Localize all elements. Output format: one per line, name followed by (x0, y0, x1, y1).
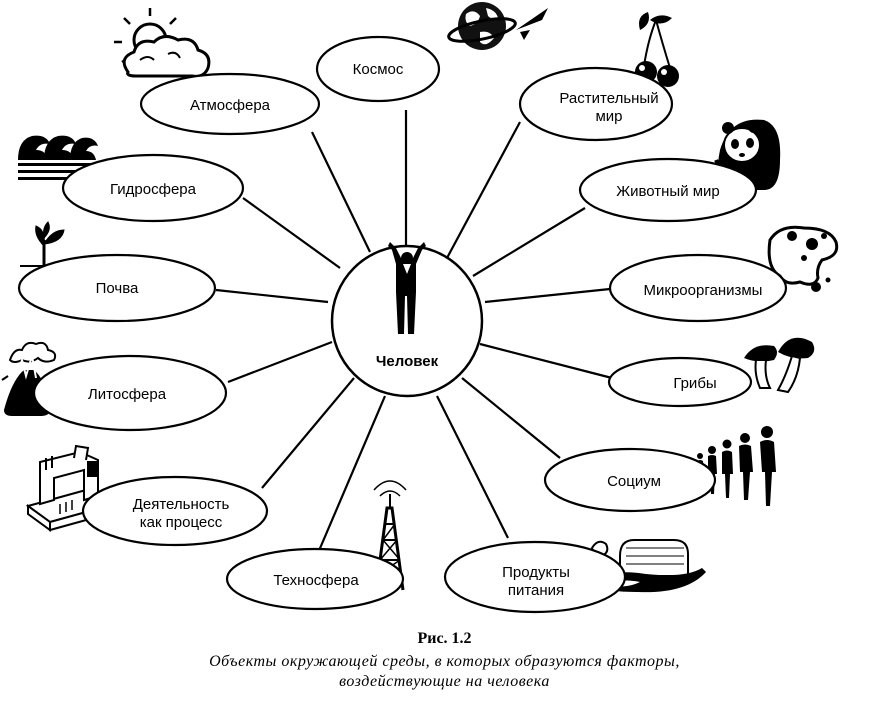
spoke-griby (479, 342, 613, 380)
node-mikroorganizmy (608, 253, 788, 323)
node-label-deyatelnost-2: как процесс (140, 514, 223, 531)
node-label-tekhnosfera: Техносфера (273, 572, 359, 589)
node-label-produkty-1: Продукты (502, 564, 570, 581)
center-circle (330, 244, 484, 398)
spoke-socium (461, 377, 561, 459)
sun-cloud-icon (114, 8, 211, 78)
node-socium (543, 447, 717, 513)
node-gidrosfera (61, 153, 245, 223)
node-deyatelnost (81, 475, 269, 547)
spoke-pochva (215, 288, 329, 304)
microbe-blob-icon (767, 225, 839, 292)
spoke-tekhnosfera (316, 395, 387, 554)
node-produkty (443, 540, 627, 614)
node-label-deyatelnost-1: Деятельность (133, 496, 230, 513)
figure-number: Рис. 1.2 (417, 630, 472, 647)
node-label-rastitelny-2: мир (595, 108, 622, 125)
node-label-kosmos: Космос (353, 61, 404, 78)
node-litosfera (32, 354, 228, 432)
node-label-atmosfera: Атмосфера (190, 97, 271, 114)
node-griby (607, 356, 753, 408)
node-kosmos (315, 35, 441, 103)
node-label-gidrosfera: Гидросфера (110, 181, 197, 198)
cherry-icon (635, 12, 679, 87)
node-label-produkty-2: питания (508, 582, 564, 599)
node-label-pochva: Почва (96, 280, 139, 297)
spoke-zhivotny (472, 207, 586, 277)
center-label: Человек (376, 353, 439, 370)
node-label-rastitelny-1: Растительный (559, 90, 658, 107)
spoke-atmosfera (311, 131, 371, 253)
node-rastitelny (518, 66, 674, 142)
spoke-deyatelnost (261, 377, 355, 489)
connector-lines (215, 110, 613, 554)
radio-tower-icon (373, 480, 407, 591)
node-label-litosfera: Литосфера (88, 386, 167, 403)
spoke-gidrosfera (242, 197, 341, 269)
center-node: Человек (330, 242, 484, 398)
spoke-produkty (436, 395, 509, 539)
environment-diagram: Космос Растительный мир Животный мир Мик… (1, 2, 839, 614)
globe-rocket-icon (447, 2, 548, 50)
node-zhivotny (578, 157, 758, 223)
node-pochva (17, 253, 217, 323)
figure-caption-line-2: воздействующие на человека (339, 673, 550, 690)
mushroom-icon (744, 337, 815, 394)
man-icon (388, 242, 426, 334)
node-label-zhivotny: Животный мир (616, 183, 720, 200)
node-label-socium: Социум (607, 473, 661, 490)
spoke-mikroorganizmy (484, 287, 611, 304)
node-atmosfera (139, 72, 321, 136)
node-label-mikroorganizmy: Микроорганизмы (644, 282, 763, 299)
waves-icon (18, 135, 98, 180)
figure-caption-line-1: Объекты окружающей среды, в которых обра… (209, 653, 680, 670)
spoke-rastitelny (446, 121, 521, 259)
node-tekhnosfera (225, 547, 405, 611)
figure-caption: Объекты окружающей среды, в которых обра… (0, 652, 889, 692)
node-label-griby: Грибы (673, 375, 716, 392)
spoke-litosfera (227, 340, 333, 384)
